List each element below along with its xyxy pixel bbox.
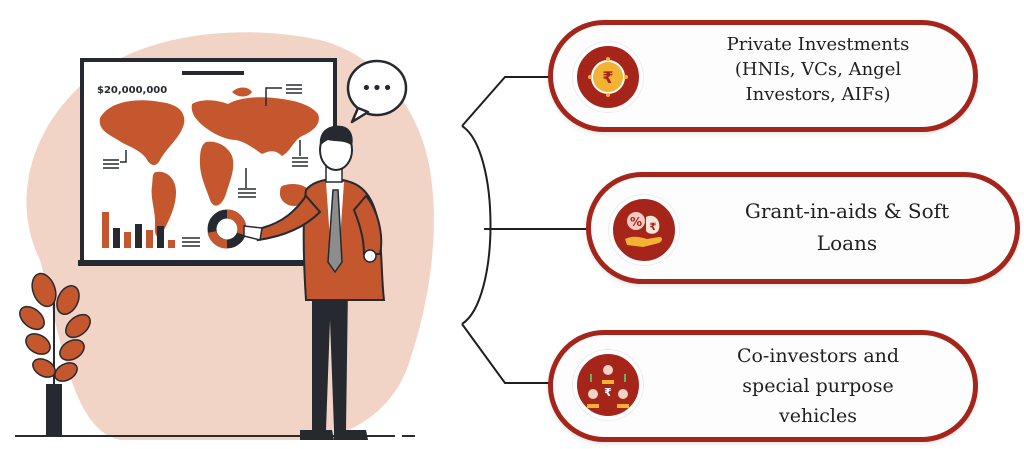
board-value-label: $20,000,000 bbox=[97, 85, 167, 96]
investment-pill-coinvestors bbox=[548, 330, 978, 442]
pill-text-coinvestors: Co-investors and special purpose vehicle… bbox=[698, 341, 938, 431]
badge-coinvestors: ₹ bbox=[573, 350, 643, 420]
pill-line: Loans bbox=[816, 231, 878, 255]
pill-line: Co-investors and bbox=[736, 345, 900, 367]
pill-line: Investors, AIFs) bbox=[745, 84, 891, 105]
percent-loan-hand-icon: % ₹ bbox=[625, 212, 662, 247]
board-donut-chart bbox=[207, 209, 247, 249]
badge-private: ₹ bbox=[573, 42, 643, 112]
bracket-connector bbox=[461, 76, 590, 384]
pill-line: vehicles bbox=[778, 405, 857, 427]
svg-text:₹: ₹ bbox=[604, 386, 612, 399]
svg-text:₹: ₹ bbox=[650, 222, 657, 233]
svg-text:₹: ₹ bbox=[602, 68, 613, 87]
badge-grants: % ₹ bbox=[609, 195, 679, 265]
map-callouts bbox=[103, 84, 308, 198]
rupee-coin-icon: ₹ bbox=[588, 57, 628, 97]
pill-line: special purpose bbox=[742, 375, 894, 397]
svg-text:%: % bbox=[630, 215, 642, 229]
pill-text-grants: Grant-in-aids & Soft Loans bbox=[712, 195, 982, 259]
world-map bbox=[99, 87, 319, 237]
presentation-board: $20,000,000 bbox=[78, 58, 339, 266]
pill-line: (HNIs, VCs, Angel bbox=[734, 59, 902, 80]
pill-line: Grant-in-aids & Soft bbox=[744, 199, 950, 223]
pill-text-private: Private Investments (HNIs, VCs, Angel In… bbox=[698, 32, 938, 107]
pill-line: Private Investments bbox=[726, 34, 910, 55]
speech-bubble-dots: ••• bbox=[361, 78, 393, 99]
presenter-person bbox=[243, 125, 386, 440]
speech-bubble: ••• bbox=[346, 59, 408, 124]
board-bar-chart bbox=[102, 212, 200, 248]
potted-plant bbox=[19, 272, 91, 436]
co-investors-network-icon: ₹ bbox=[587, 365, 629, 408]
